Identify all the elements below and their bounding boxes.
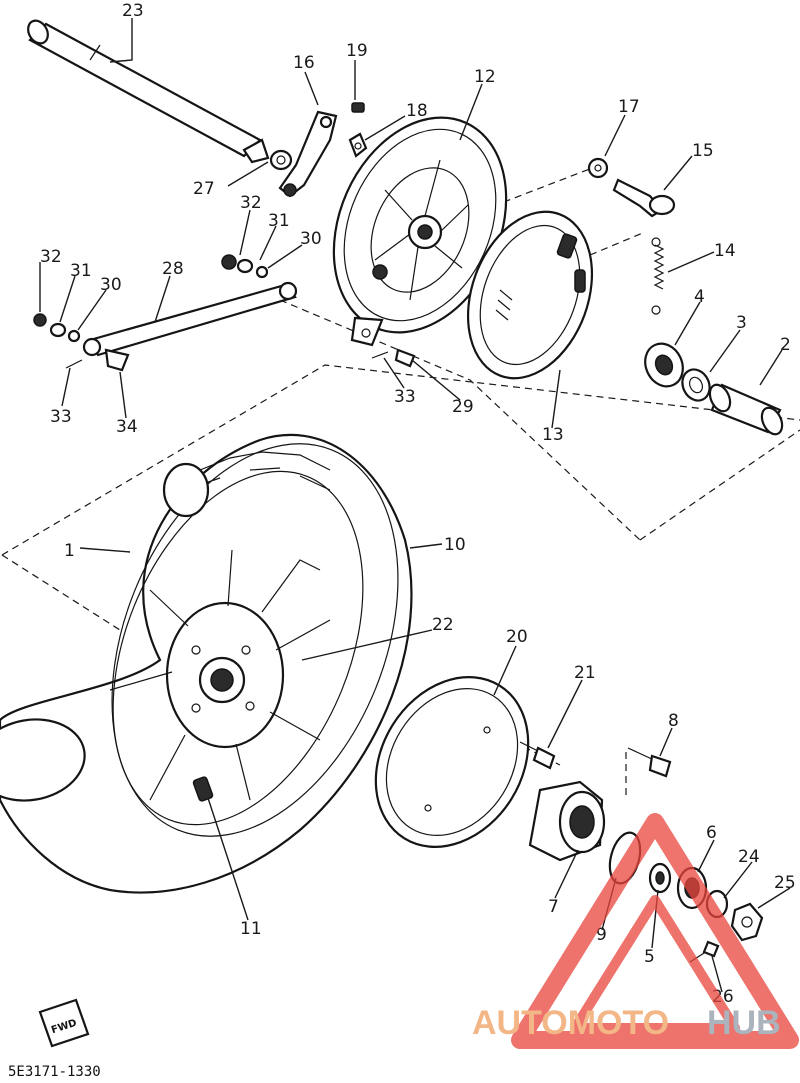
callout-31-upper: 31 — [268, 211, 290, 231]
shoe-spring-and-cam — [587, 157, 676, 315]
callout-14: 14 — [714, 241, 736, 261]
axle-part — [27, 19, 270, 164]
callout-3: 3 — [736, 313, 747, 333]
leader-lines — [39, 18, 791, 993]
callout-30-left: 30 — [100, 275, 122, 295]
callout-19: 19 — [346, 41, 368, 61]
callout-5: 5 — [644, 947, 655, 967]
callout-15: 15 — [692, 141, 714, 161]
callout-labels: 23 16 19 18 12 27 32 31 30 17 15 14 4 3 … — [40, 1, 796, 1007]
callout-4: 4 — [694, 287, 705, 307]
callout-7: 7 — [548, 897, 559, 917]
rear-wheel-and-tire — [0, 433, 413, 894]
callout-24: 24 — [738, 847, 760, 867]
bearing-seal-collar — [644, 342, 784, 436]
callout-30-upper: 30 — [300, 229, 322, 249]
callout-8: 8 — [668, 711, 679, 731]
callout-29: 29 — [452, 397, 474, 417]
drawing-code: 5E3171-1330 — [8, 1064, 101, 1080]
cam-lever-assembly — [269, 102, 368, 198]
watermark-brand-left: AUTOMOTO — [472, 1004, 669, 1042]
callout-12: 12 — [474, 67, 496, 87]
brake-shoes — [466, 210, 594, 380]
callout-20: 20 — [506, 627, 528, 647]
brake-drum-ring — [374, 676, 530, 848]
callout-6: 6 — [706, 823, 717, 843]
callout-33-right: 33 — [394, 387, 416, 407]
callout-21: 21 — [574, 663, 596, 683]
bolts — [519, 741, 672, 778]
callout-22: 22 — [432, 615, 454, 635]
callout-10: 10 — [444, 535, 466, 555]
callout-25: 25 — [774, 873, 796, 893]
callout-16: 16 — [293, 53, 315, 73]
callout-17: 17 — [618, 97, 640, 117]
callout-18: 18 — [406, 101, 428, 121]
watermark: AUTOMOTO HUB — [472, 813, 799, 1049]
callout-9: 9 — [596, 925, 607, 945]
front-direction-badge: FWD — [38, 998, 90, 1048]
torque-rod-assembly — [33, 254, 416, 372]
callout-27: 27 — [193, 179, 215, 199]
callout-11: 11 — [240, 919, 262, 939]
callout-34: 34 — [116, 417, 138, 437]
watermark-brand-right: HUB — [707, 1004, 781, 1042]
callout-33-left: 33 — [50, 407, 72, 427]
callout-31-left: 31 — [70, 261, 92, 281]
callout-32-left: 32 — [40, 247, 62, 267]
brake-backing-plate — [332, 116, 508, 347]
warning-triangle-icon — [511, 813, 799, 1049]
callout-28: 28 — [162, 259, 184, 279]
callout-23: 23 — [122, 1, 144, 21]
callout-2: 2 — [780, 335, 791, 355]
callout-32-upper: 32 — [240, 193, 262, 213]
callout-1: 1 — [64, 541, 75, 561]
callout-13: 13 — [542, 425, 564, 445]
